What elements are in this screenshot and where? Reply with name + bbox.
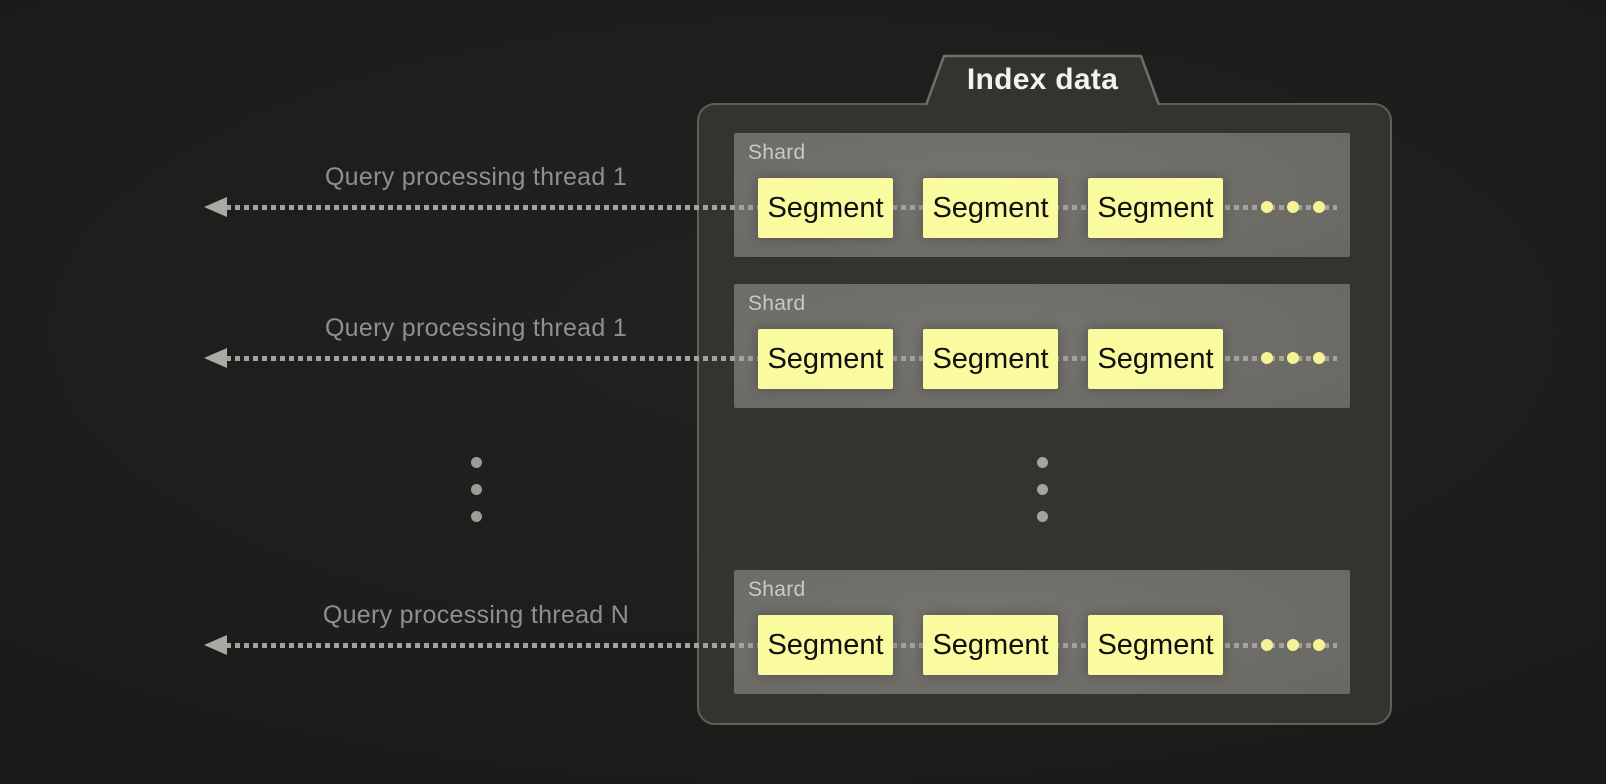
segment-strip: Segment Segment Segment: [758, 178, 1223, 238]
query-thread-label: Query processing thread 1: [324, 314, 628, 342]
segment-box: Segment: [1088, 329, 1223, 389]
more-segments-icon: [1261, 639, 1325, 651]
index-data-tab: [924, 54, 1161, 105]
segment-box: Segment: [1088, 178, 1223, 238]
shard-label: Shard: [748, 141, 806, 164]
shard-label: Shard: [748, 578, 806, 601]
segment-strip: Segment Segment Segment: [758, 329, 1223, 389]
left-arrow-icon: [204, 635, 227, 655]
shard-label: Shard: [748, 292, 806, 315]
panel-title: Index data: [966, 63, 1119, 96]
segment-box: Segment: [923, 615, 1058, 675]
segment-box: Segment: [923, 329, 1058, 389]
segment-box: Segment: [758, 615, 893, 675]
query-thread-label: Query processing thread N: [322, 601, 630, 629]
vertical-ellipsis-icon: [1037, 457, 1048, 522]
segment-box: Segment: [758, 178, 893, 238]
more-segments-icon: [1261, 352, 1325, 364]
segment-strip: Segment Segment Segment: [758, 615, 1223, 675]
left-arrow-icon: [204, 197, 227, 217]
segment-box: Segment: [923, 178, 1058, 238]
vertical-ellipsis-icon: [471, 457, 482, 522]
left-arrow-icon: [204, 348, 227, 368]
query-thread-label: Query processing thread 1: [324, 163, 628, 191]
more-segments-icon: [1261, 201, 1325, 213]
segment-box: Segment: [1088, 615, 1223, 675]
segment-box: Segment: [758, 329, 893, 389]
